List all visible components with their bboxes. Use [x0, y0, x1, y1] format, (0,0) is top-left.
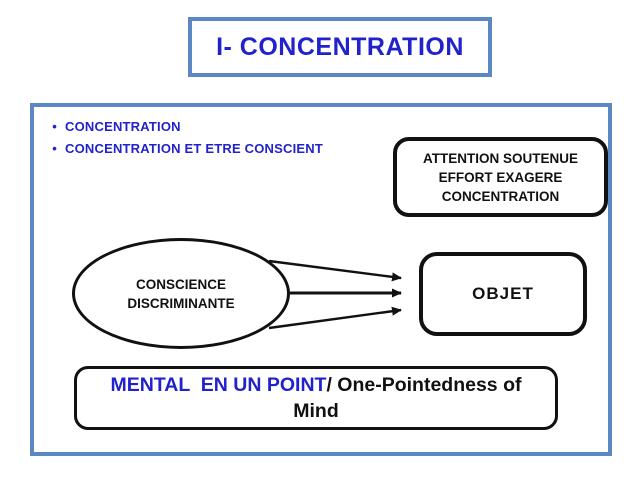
attention-box: ATTENTION SOUTENUE EFFORT EXAGERE CONCEN…	[393, 137, 608, 217]
attention-box-line: ATTENTION SOUTENUE	[423, 150, 578, 166]
bullet-item: • CONCENTRATION ET ETRE CONSCIENT	[44, 141, 323, 163]
bullet-icon: •	[52, 119, 57, 134]
slide-title: I- CONCENTRATION	[216, 32, 464, 61]
bullet-item: • CONCENTRATION	[44, 119, 323, 141]
bottom-caption-line2: Mind	[293, 400, 339, 422]
bottom-caption-box: MENTAL EN UN POINT/ One-Pointedness of M…	[74, 366, 558, 430]
bullet-list: • CONCENTRATION • CONCENTRATION ET ETRE …	[44, 119, 323, 163]
attention-box-line: EFFORT EXAGERE	[438, 169, 563, 185]
arrow-bottom	[268, 306, 402, 330]
arrow-top	[268, 259, 402, 282]
bullet-icon: •	[52, 141, 57, 156]
content-panel: • CONCENTRATION • CONCENTRATION ET ETRE …	[30, 103, 612, 456]
object-box: OBJET	[419, 252, 587, 336]
arrows-to-object	[268, 259, 402, 330]
bottom-caption-black-text: / One-Pointedness of	[326, 374, 522, 396]
object-label: OBJET	[472, 284, 534, 303]
ellipse-text-line: CONSCIENCE	[135, 276, 226, 292]
bottom-caption-line1: MENTAL EN UN POINT/ One-Pointedness of	[111, 372, 522, 398]
conscience-ellipse: CONSCIENCE DISCRIMINANTE	[72, 238, 290, 349]
title-box: I- CONCENTRATION	[188, 17, 492, 77]
bullet-text: CONCENTRATION ET ETRE CONSCIENT	[65, 141, 324, 156]
bottom-caption-blue-text: MENTAL EN UN POINT	[110, 374, 327, 396]
ellipse-text-line: DISCRIMINANTE	[127, 295, 235, 311]
bullet-text: CONCENTRATION	[65, 119, 181, 134]
attention-box-line: CONCENTRATION	[441, 188, 560, 204]
